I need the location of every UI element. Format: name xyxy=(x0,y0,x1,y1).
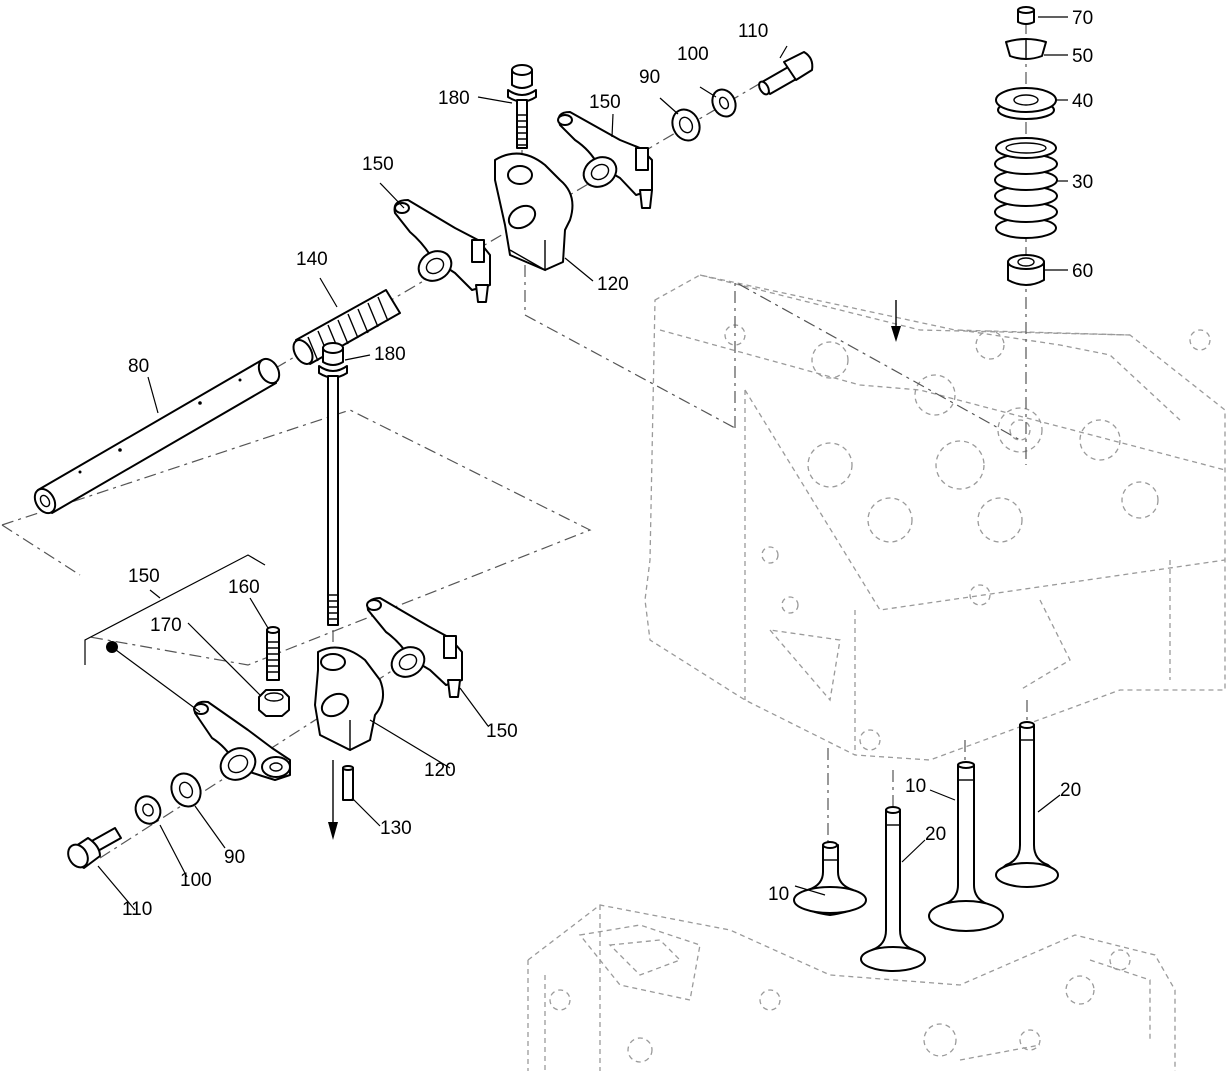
support-icon xyxy=(314,646,385,752)
callout-120: 120 xyxy=(424,760,456,781)
cylinder-head-icon xyxy=(644,274,1226,761)
callout-100: 100 xyxy=(677,44,709,65)
valve-icon xyxy=(860,806,926,972)
callout-20: 20 xyxy=(1060,780,1081,801)
callout-50: 50 xyxy=(1072,46,1093,67)
callout-70: 70 xyxy=(1072,8,1093,29)
callout-30: 30 xyxy=(1072,172,1093,193)
callout-20: 20 xyxy=(925,824,946,845)
spring-icon xyxy=(994,137,1058,239)
rocker-arm-icon xyxy=(393,199,491,303)
leader-lines xyxy=(97,16,1068,911)
washer-icon xyxy=(711,88,737,118)
callout-90: 90 xyxy=(639,67,660,88)
callout-180: 180 xyxy=(374,344,406,365)
rocker-shaft xyxy=(33,357,281,515)
callout-60: 60 xyxy=(1072,261,1093,282)
callout-100: 100 xyxy=(180,870,212,891)
valve-stem-seal xyxy=(1007,254,1045,286)
bolt-icon xyxy=(67,827,122,869)
callout-labels: 70 50 40 30 60 110 100 90 180 150 150 12… xyxy=(122,8,1093,920)
callout-170: 170 xyxy=(150,615,182,636)
washer-icon xyxy=(170,772,202,808)
callout-110: 110 xyxy=(738,21,768,42)
callout-120: 120 xyxy=(597,274,629,295)
spacer-spring xyxy=(292,289,401,365)
callout-10: 10 xyxy=(905,776,926,797)
valve-collet xyxy=(1005,38,1047,60)
callout-10: 10 xyxy=(768,884,789,905)
callout-40: 40 xyxy=(1072,91,1093,112)
valve-cap xyxy=(1017,6,1035,25)
callout-140: 140 xyxy=(296,249,328,270)
spring-retainer xyxy=(995,87,1057,120)
bolt-icon xyxy=(318,342,348,626)
rocker-support-upper xyxy=(494,152,574,272)
rocker-arm-icon xyxy=(557,111,653,209)
dowel-pin xyxy=(342,765,354,801)
callout-110: 110 xyxy=(122,899,152,920)
cylinder-head-icon xyxy=(527,904,1176,1071)
callout-90: 90 xyxy=(224,847,245,868)
valve-icon xyxy=(793,841,867,916)
rocker-arm-icon xyxy=(193,700,291,781)
group-bracket xyxy=(84,554,266,713)
bolt-icon xyxy=(758,51,814,96)
callout-130: 130 xyxy=(380,818,412,839)
callout-150: 150 xyxy=(128,566,160,587)
callout-150: 150 xyxy=(589,92,621,113)
bolt-icon xyxy=(507,64,537,149)
callout-150: 150 xyxy=(486,721,518,742)
valve-icon xyxy=(995,721,1059,888)
washer-icon xyxy=(134,795,162,825)
callout-180: 180 xyxy=(438,88,470,109)
callout-150: 150 xyxy=(362,154,394,175)
direction-arrow-icon xyxy=(328,300,901,840)
adjusting-screw xyxy=(266,626,280,681)
callout-160: 160 xyxy=(228,577,260,598)
callout-80: 80 xyxy=(128,356,149,377)
lock-nut xyxy=(258,689,290,717)
washer-icon xyxy=(671,108,701,142)
valve-icon xyxy=(928,761,1004,932)
rocker-arm-icon xyxy=(366,597,463,698)
